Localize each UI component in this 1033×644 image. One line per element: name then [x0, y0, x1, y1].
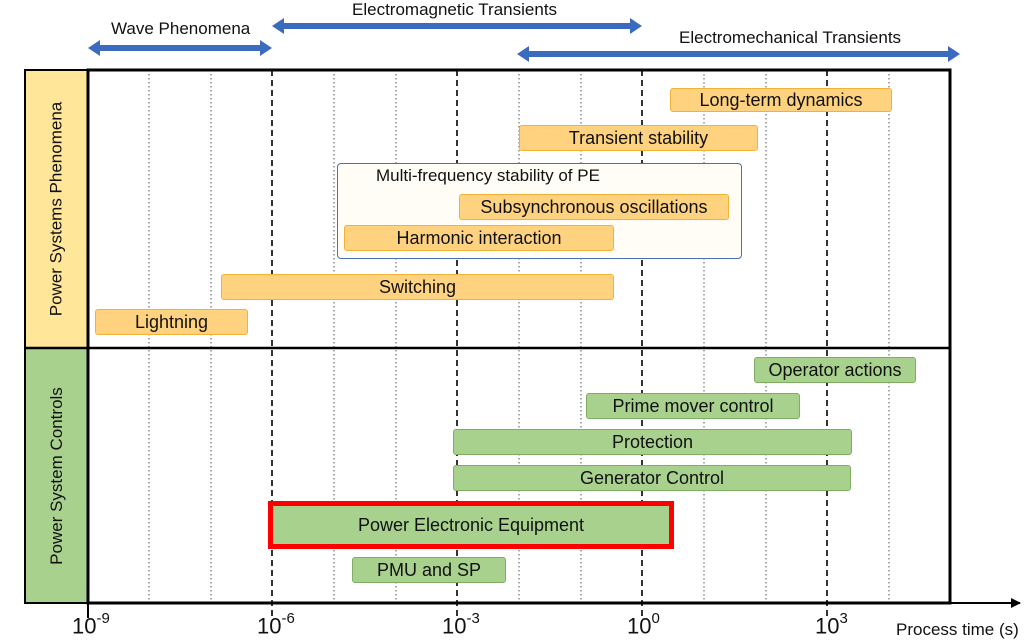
electromagnetic-transients-label: Electromagnetic Transients: [352, 0, 558, 19]
wave-arrow: [88, 40, 272, 56]
wave-phenomena-label: Wave Phenomena: [111, 19, 251, 38]
tick-label-1e3: 103: [815, 610, 848, 639]
lightning-bar: Lightning: [95, 309, 248, 335]
protection-bar: Protection: [453, 429, 852, 455]
electromagnetic-arrow: [272, 18, 642, 34]
controls-section-text: Power System Controls: [46, 386, 66, 565]
controls-section-label: Power System Controls: [25, 348, 88, 603]
long-term-dynamics-bar: Long-term dynamics: [670, 88, 892, 112]
switching-bar: Switching: [221, 274, 614, 300]
power-electronic-equipment-bar: Power Electronic Equipment: [268, 501, 674, 549]
transient-stability-bar: Transient stability: [519, 125, 758, 151]
phenomena-label-panel: [24, 69, 89, 349]
harmonic-interaction-bar: Harmonic interaction: [344, 225, 614, 251]
electromechanical-arrow: [517, 46, 960, 62]
phenomena-section-label: Power Systems Phenomena: [25, 70, 88, 348]
tick-label-1e-6: 10-6: [257, 610, 295, 639]
tick-label-1e-3: 10-3: [442, 610, 480, 639]
tick-label-1e0: 100: [627, 610, 660, 639]
controls-label-panel: [24, 347, 89, 604]
top-arrows: [88, 18, 960, 62]
phenomena-section-text: Power Systems Phenomena: [46, 101, 66, 317]
major-gridlines: [271, 70, 828, 620]
generator-control-bar: Generator Control: [453, 465, 851, 491]
tick-label-1e-9: 10-9: [72, 610, 110, 639]
process-time-axis-label: Process time (s): [896, 620, 1019, 639]
electromechanical-transients-label: Electromechanical Transients: [679, 28, 902, 47]
multi-frequency-title: Multi-frequency stability of PE: [376, 166, 600, 185]
operator-actions-bar: Operator actions: [754, 357, 916, 383]
subsynchronous-oscillations-bar: Subsynchronous oscillations: [459, 194, 729, 220]
pmu-and-sp-bar: PMU and SP: [352, 557, 506, 583]
prime-mover-control-bar: Prime mover control: [586, 393, 800, 419]
